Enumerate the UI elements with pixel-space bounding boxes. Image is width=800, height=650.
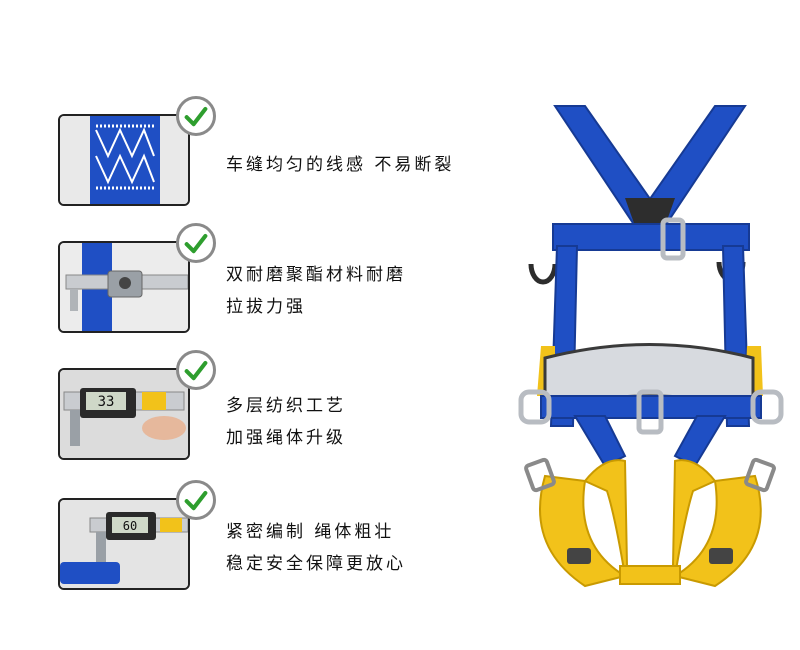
caliper-on-rope-photo: 60 <box>58 498 190 590</box>
check-icon <box>176 96 216 136</box>
safety-harness-image <box>515 96 785 616</box>
caption-line: 拉拔力强 <box>226 297 306 317</box>
check-icon <box>176 223 216 263</box>
caption-line: 多层纺织工艺 <box>226 396 346 416</box>
feature-caption: 多层纺织工艺 加强绳体升级 <box>226 390 346 454</box>
check-icon <box>176 480 216 520</box>
feature-caption: 双耐磨聚酯材料耐磨 拉拔力强 <box>226 259 406 323</box>
caption-line: 车缝均匀的线感 不易断裂 <box>226 155 455 175</box>
caliper-reading: 60 <box>123 519 137 533</box>
stitched-webbing-photo <box>58 114 190 206</box>
check-icon <box>176 350 216 390</box>
caption-line: 加强绳体升级 <box>226 428 346 448</box>
caliper-on-strap-photo <box>58 241 190 333</box>
caliper-reading: 33 <box>98 394 115 410</box>
feature-caption: 紧密编制 绳体粗壮 稳定安全保障更放心 <box>226 516 406 580</box>
feature-caption: 车缝均匀的线感 不易断裂 <box>226 150 454 175</box>
caption-line: 紧密编制 绳体粗壮 <box>226 522 395 542</box>
caption-line: 稳定安全保障更放心 <box>226 554 406 574</box>
caption-line: 双耐磨聚酯材料耐磨 <box>226 265 406 285</box>
digital-caliper-photo: 33 <box>58 368 190 460</box>
